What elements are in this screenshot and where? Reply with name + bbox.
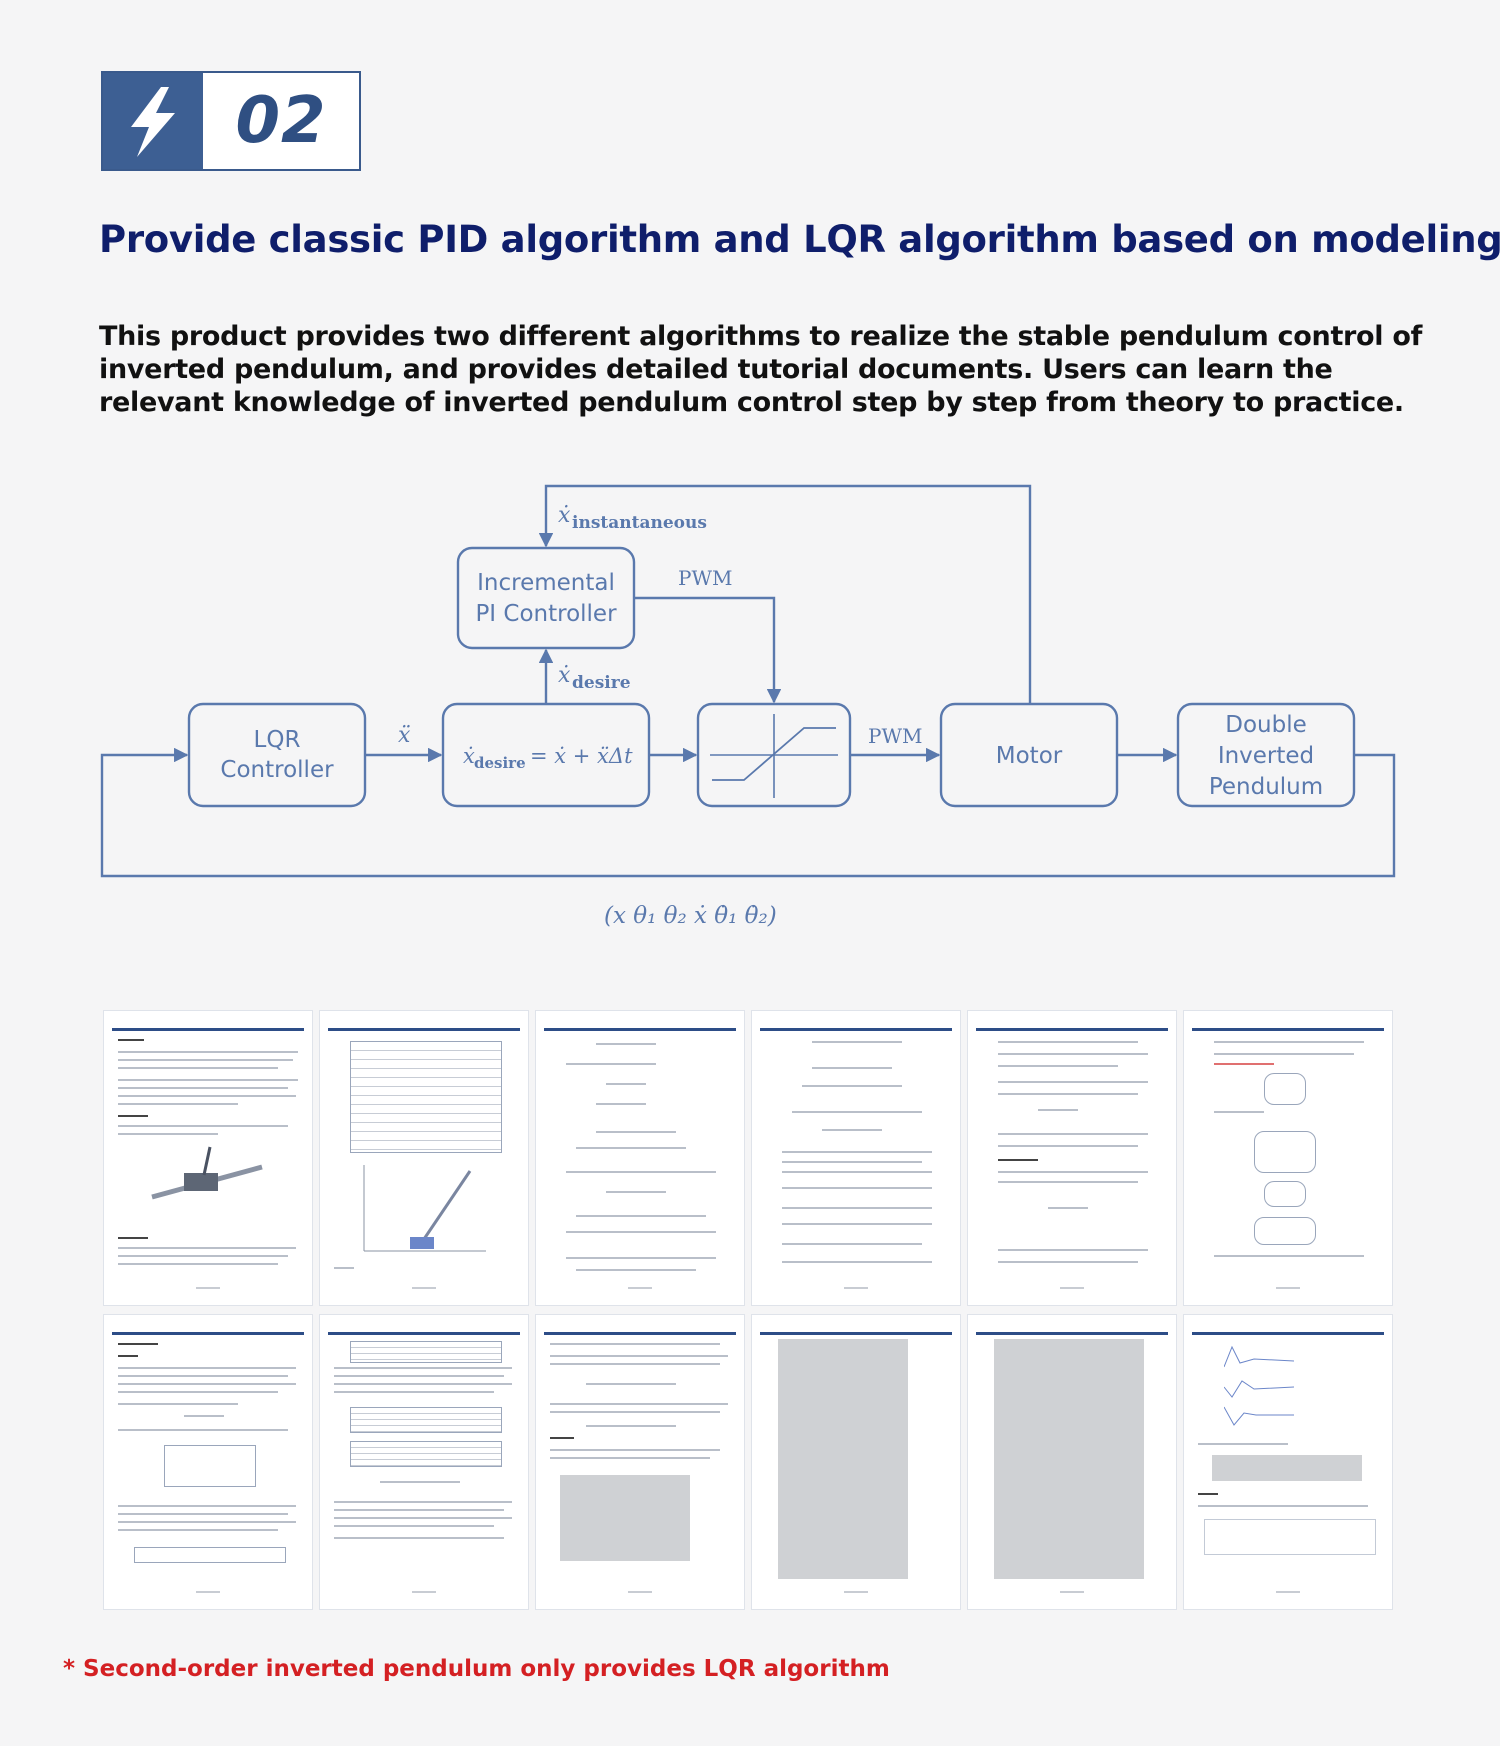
lightning-bolt-icon: [131, 87, 175, 157]
instantaneous-subscript: instantaneous: [572, 513, 707, 533]
state-vector-label: (x θ₁ θ₂ ẋ θ̇₁ θ̇₂): [604, 903, 777, 929]
footnote: * Second-order inverted pendulum only pr…: [63, 1656, 890, 1682]
document-page-11: [967, 1314, 1177, 1610]
page-description: This product provides two different algo…: [99, 321, 1423, 418]
document-page-3: [535, 1010, 745, 1306]
pendulum-label-3: Pendulum: [1209, 774, 1323, 800]
accel-label: ẍ: [398, 723, 411, 748]
pwm-upper-line: [634, 596, 782, 704]
lqr-controller-block: [187, 702, 367, 808]
desire-subscript: desire: [572, 673, 631, 693]
document-page-6: [1183, 1010, 1393, 1306]
badge-icon-box: [103, 73, 203, 169]
pendulum-label-2: Inverted: [1218, 743, 1314, 769]
equation-rhs: = ẋ + ẍΔt: [530, 744, 633, 768]
saturation-curve: [712, 727, 836, 781]
instantaneous-symbol: ẋ: [558, 503, 571, 528]
equation-sub: desire: [474, 754, 526, 772]
document-page-5: [967, 1010, 1177, 1306]
page-title: Provide classic PID algorithm and LQR al…: [99, 218, 1500, 261]
block-diagram-svg: Incremental PI Controller LQR Controller…: [100, 484, 1396, 929]
tutorial-document-pages: [103, 1010, 1397, 1610]
desire-symbol: ẋ: [558, 663, 571, 688]
document-page-1: [103, 1010, 313, 1306]
section-badge: 02: [101, 71, 361, 171]
incremental-label-2: PI Controller: [475, 601, 617, 627]
section-number: 02: [235, 84, 327, 158]
lqr-label-2: Controller: [220, 757, 334, 783]
document-page-10: [751, 1314, 961, 1610]
pendulum-label-1: Double: [1225, 712, 1307, 738]
incremental-pi-block: [456, 546, 636, 650]
document-page-12: [1183, 1314, 1393, 1610]
equation-lhs: ẋ: [463, 744, 475, 768]
document-page-8: [319, 1314, 529, 1610]
pwm-lower-label: PWM: [868, 724, 923, 748]
state-feedback-line: [100, 747, 1396, 878]
incremental-label-1: Incremental: [477, 570, 615, 596]
control-block-diagram: Incremental PI Controller LQR Controller…: [0, 470, 1500, 960]
document-page-2: [319, 1010, 529, 1306]
motor-label: Motor: [996, 743, 1063, 769]
instantaneous-feedback-line: [538, 484, 1032, 704]
document-page-9: [535, 1314, 745, 1610]
pwm-upper-label: PWM: [678, 566, 733, 590]
document-page-7: [103, 1314, 313, 1610]
lqr-label-1: LQR: [254, 727, 301, 753]
document-page-4: [751, 1010, 961, 1306]
